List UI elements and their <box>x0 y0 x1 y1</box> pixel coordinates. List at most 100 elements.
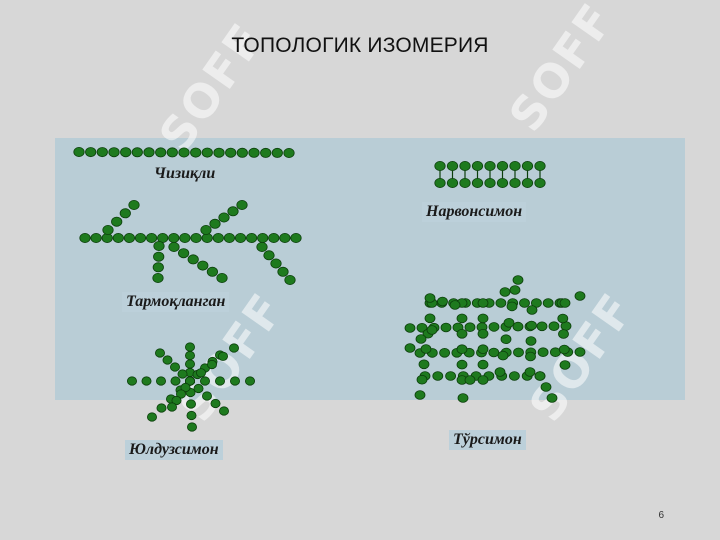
page-number: 6 <box>658 510 664 521</box>
ladder-polymer-diagram <box>434 160 546 188</box>
monomer-bead <box>90 232 102 243</box>
monomer-bead <box>143 147 155 158</box>
monomer-bead <box>546 393 558 403</box>
monomer-bead <box>206 266 218 277</box>
monomer-bead <box>509 371 520 381</box>
monomer-bead <box>432 371 444 381</box>
monomer-bead <box>456 313 468 324</box>
monomer-bead <box>155 147 167 158</box>
monomer-bead <box>197 260 209 271</box>
monomer-bead <box>96 147 108 158</box>
monomer-bead <box>494 367 506 377</box>
monomer-bead <box>440 322 452 333</box>
monomer-bead <box>456 344 468 355</box>
monomer-bead <box>162 355 173 365</box>
monomer-bead <box>153 251 165 262</box>
monomer-bead <box>488 347 500 358</box>
monomer-bead <box>186 410 197 421</box>
monomer-bead <box>557 313 569 324</box>
label-network: Тўрсимон <box>449 430 526 450</box>
monomer-bead <box>127 376 138 386</box>
monomer-bead <box>457 393 469 403</box>
monomer-bead <box>218 212 230 223</box>
monomer-bead <box>85 147 97 158</box>
monomer-bead <box>184 376 195 386</box>
monomer-bead <box>180 382 191 393</box>
monomer-bead <box>534 160 546 171</box>
monomer-bead <box>152 272 164 283</box>
monomer-bead <box>558 344 570 355</box>
monomer-bead <box>225 147 237 158</box>
monomer-bead <box>154 348 165 358</box>
monomer-bead <box>141 376 152 386</box>
monomer-bead <box>416 322 428 333</box>
monomer-bead <box>112 232 124 243</box>
monomer-bead <box>509 285 521 295</box>
monomer-bead <box>506 301 518 312</box>
monomer-bead <box>123 232 135 243</box>
monomer-bead <box>210 398 221 409</box>
monomer-bead <box>263 250 275 261</box>
monomer-bead <box>223 232 235 243</box>
monomer-bead <box>170 376 181 386</box>
monomer-bead <box>496 177 509 188</box>
monomer-bead <box>426 325 438 335</box>
monomer-bead <box>270 258 282 269</box>
monomer-bead <box>464 375 476 385</box>
monomer-bead <box>102 224 114 235</box>
monomer-bead <box>424 313 436 324</box>
monomer-bead <box>234 232 247 243</box>
monomer-bead <box>536 321 548 332</box>
monomer-bead <box>459 160 471 171</box>
monomer-bead <box>290 232 302 243</box>
monomer-bead <box>558 329 569 339</box>
monomer-bead <box>131 147 143 158</box>
monomer-bead <box>404 343 416 353</box>
monomer-bead <box>434 160 446 171</box>
monomer-bead <box>200 224 212 235</box>
monomer-bead <box>459 177 471 188</box>
monomer-bead <box>168 232 180 243</box>
monomer-bead <box>166 147 178 158</box>
monomer-bead <box>111 216 123 227</box>
branched-polymer-diagram <box>79 199 302 285</box>
monomer-bead <box>168 241 180 252</box>
monomer-bead <box>187 254 199 265</box>
monomer-bead <box>268 232 280 243</box>
monomer-bead <box>283 147 295 158</box>
monomer-bead <box>153 240 165 251</box>
monomer-bead <box>439 347 451 358</box>
monomer-bead <box>216 272 228 283</box>
monomer-bead <box>424 293 436 303</box>
monomer-bead <box>79 232 91 243</box>
monomer-bead <box>246 232 258 243</box>
monomer-bead <box>190 147 202 158</box>
monomer-bead <box>496 160 509 171</box>
monomer-bead <box>218 406 229 416</box>
monomer-bead <box>227 206 239 217</box>
monomer-bead <box>120 147 132 158</box>
monomer-bead <box>277 266 289 277</box>
monomer-bead <box>212 232 224 243</box>
monomer-bead <box>228 343 239 353</box>
star-polymer-diagram <box>127 342 255 432</box>
monomer-bead <box>146 232 158 243</box>
monomer-bead <box>186 422 197 432</box>
monomer-bead <box>500 334 512 345</box>
monomer-bead <box>257 232 269 243</box>
monomer-bead <box>175 389 186 399</box>
monomer-bead <box>279 232 291 243</box>
monomer-bead <box>414 390 426 400</box>
monomer-bead <box>477 313 489 324</box>
monomer-bead <box>524 367 536 377</box>
monomer-bead <box>217 351 228 361</box>
monomer-bead <box>548 321 560 332</box>
monomer-bead <box>446 177 459 188</box>
monomer-bead <box>244 376 255 386</box>
monomer-bead <box>248 147 260 158</box>
monomer-bead <box>236 199 248 210</box>
monomer-bead <box>542 298 554 308</box>
monomer-bead <box>525 336 537 346</box>
monomer-bead <box>178 147 190 158</box>
